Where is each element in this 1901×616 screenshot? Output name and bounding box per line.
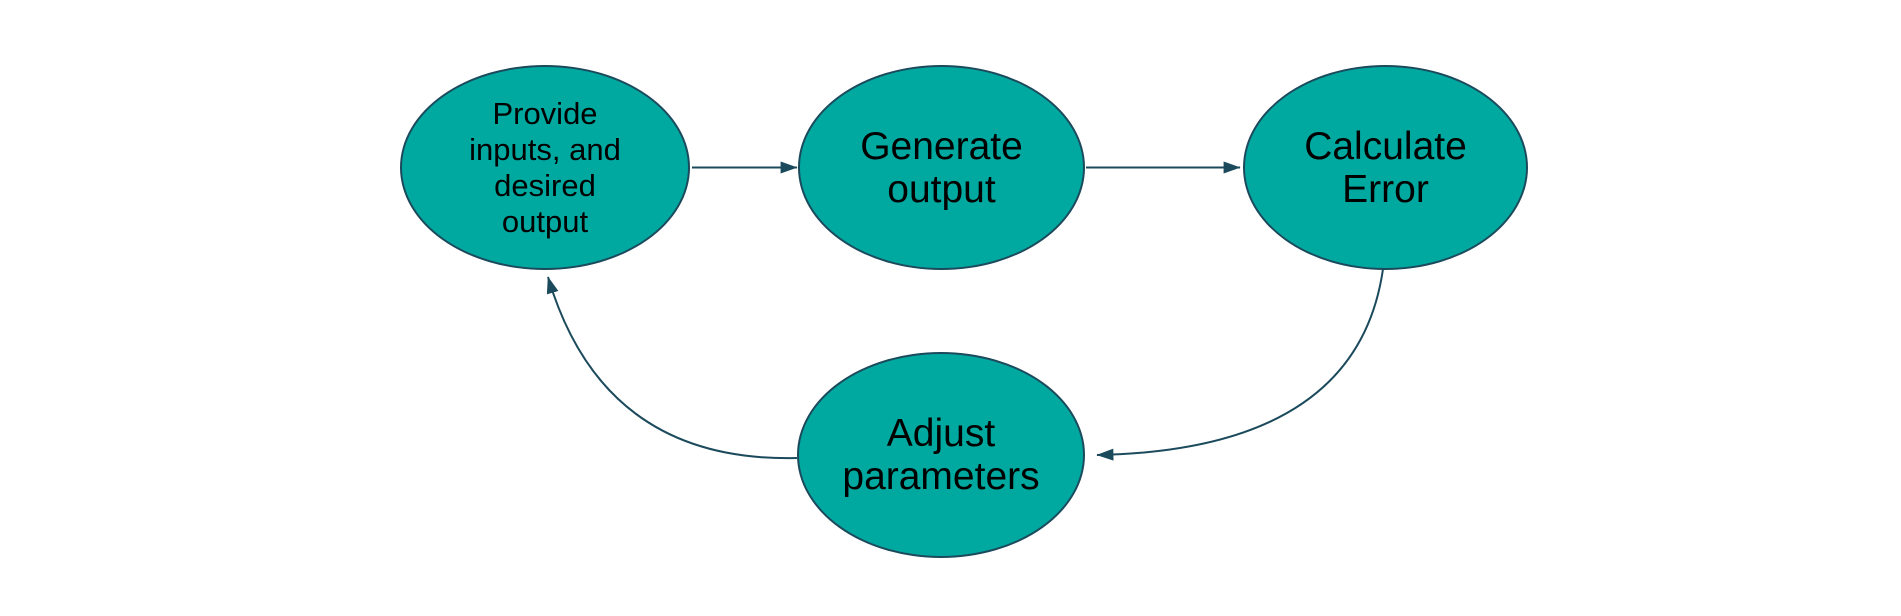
node-adjust-parameters-label: Adjust parameters xyxy=(842,412,1040,498)
node-generate-output: Generate output xyxy=(798,65,1085,270)
edge-calculate-to-adjust xyxy=(1096,268,1384,461)
node-calculate-error-label: Calculate Error xyxy=(1304,124,1467,211)
node-provide-inputs-label: Provide inputs, and desired output xyxy=(469,95,621,239)
node-adjust-parameters: Adjust parameters xyxy=(797,352,1085,558)
node-calculate-error: Calculate Error xyxy=(1243,65,1528,270)
node-provide-inputs: Provide inputs, and desired output xyxy=(400,65,690,270)
node-generate-output-label: Generate output xyxy=(860,124,1023,211)
edge-adjust-to-provide xyxy=(546,276,798,460)
